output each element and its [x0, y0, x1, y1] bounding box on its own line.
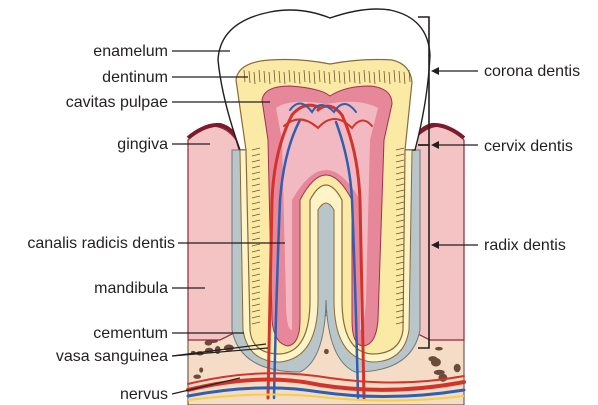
- label-enamelum: enamelum: [93, 43, 230, 60]
- svg-text:enamelum: enamelum: [93, 43, 168, 60]
- bone-pore: [454, 364, 461, 373]
- bone-pore: [431, 358, 441, 367]
- bone-pore: [435, 347, 443, 351]
- svg-text:dentinum: dentinum: [102, 69, 168, 86]
- svg-text:mandibula: mandibula: [94, 280, 168, 297]
- svg-text:cavitas pulpae: cavitas pulpae: [66, 94, 168, 111]
- svg-text:nervus: nervus: [120, 386, 168, 403]
- svg-text:radix dentis: radix dentis: [484, 237, 566, 254]
- bone-pore: [193, 375, 201, 379]
- svg-text:gingiva: gingiva: [117, 136, 168, 153]
- label-corona-dentis: corona dentis: [431, 63, 580, 80]
- svg-text:canalis radicis dentis: canalis radicis dentis: [27, 235, 175, 252]
- svg-text:cervix dentis: cervix dentis: [484, 138, 573, 155]
- svg-text:corona dentis: corona dentis: [484, 63, 580, 80]
- svg-text:cementum: cementum: [93, 325, 168, 342]
- bone-pore: [199, 367, 203, 372]
- svg-text:vasa sanguinea: vasa sanguinea: [56, 348, 168, 365]
- bone-pore: [324, 349, 329, 354]
